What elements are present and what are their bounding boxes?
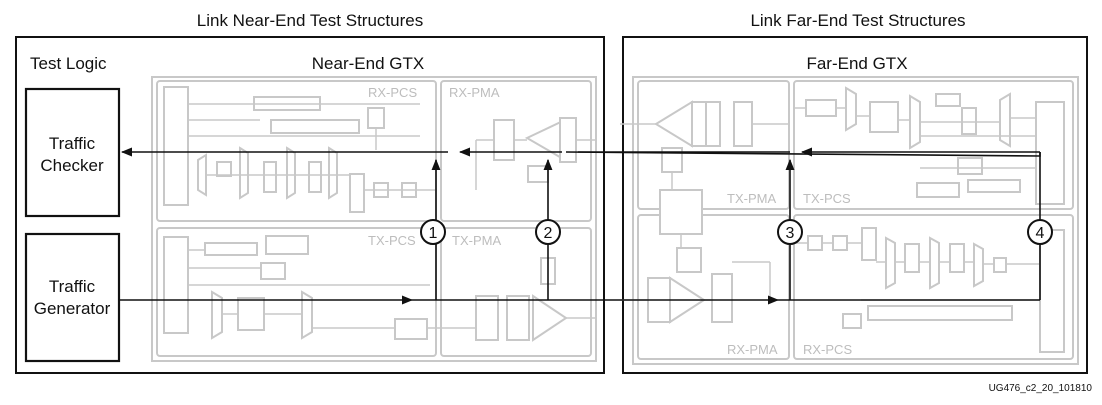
far-rx-pma-box	[637, 214, 790, 360]
near-tx-pma-box	[440, 227, 592, 357]
traffic-generator-block: Traffic Generator	[24, 232, 121, 363]
near-end-gtx-title: Near-End GTX	[312, 54, 424, 73]
loopback-marker-3: 3	[777, 219, 803, 245]
loopback-1-label: 1	[429, 225, 438, 242]
near-rx-pcs-box	[156, 80, 437, 222]
near-tx-pcs-label: TX-PCS	[368, 233, 416, 248]
loopback-paths	[119, 147, 1041, 305]
traffic-generator-label-2: Generator	[34, 299, 111, 318]
far-end-gtx-title: Far-End GTX	[806, 54, 907, 73]
near-rx-pma-label: RX-PMA	[449, 85, 500, 100]
near-rx-pma-box	[440, 80, 592, 222]
traffic-checker-label-2: Checker	[40, 156, 104, 175]
far-rx-pcs-box	[793, 214, 1074, 360]
far-end-gtx-internals: TX-PMA TX-PCS RX-PMA RX-PCS	[620, 76, 1079, 365]
loopback-marker-2: 2	[535, 219, 561, 245]
far-end-section-title: Link Far-End Test Structures	[750, 11, 965, 30]
far-end-frame	[622, 36, 1088, 374]
traffic-generator-label-1: Traffic	[49, 277, 96, 296]
far-tx-pma-label: TX-PMA	[727, 191, 776, 206]
far-tx-pcs-label: TX-PCS	[803, 191, 851, 206]
far-tx-pma-box	[637, 80, 790, 210]
near-tx-pma-label: TX-PMA	[452, 233, 501, 248]
near-rx-pcs-label: RX-PCS	[368, 85, 417, 100]
loopback-marker-1: 1	[420, 219, 446, 245]
loopback-3-label: 3	[786, 225, 795, 242]
far-rx-pma-label: RX-PMA	[727, 342, 778, 357]
traffic-checker-block: Traffic Checker	[24, 87, 121, 218]
figure-id: UG476_c2_20_101810	[989, 383, 1093, 394]
test-logic-title: Test Logic	[30, 54, 107, 73]
loopback-4-label: 4	[1036, 225, 1045, 242]
near-end-frame	[15, 36, 605, 374]
near-end-section-title: Link Near-End Test Structures	[197, 11, 423, 30]
loopback-marker-4: 4	[1027, 219, 1053, 245]
traffic-checker-label-1: Traffic	[49, 134, 96, 153]
far-rx-pcs-label: RX-PCS	[803, 342, 852, 357]
loopback-2-label: 2	[544, 225, 553, 242]
far-tx-pcs-box	[793, 80, 1074, 210]
near-end-gtx-internals: RX-PCS RX-PMA TX-PCS TX-PMA	[151, 76, 597, 362]
